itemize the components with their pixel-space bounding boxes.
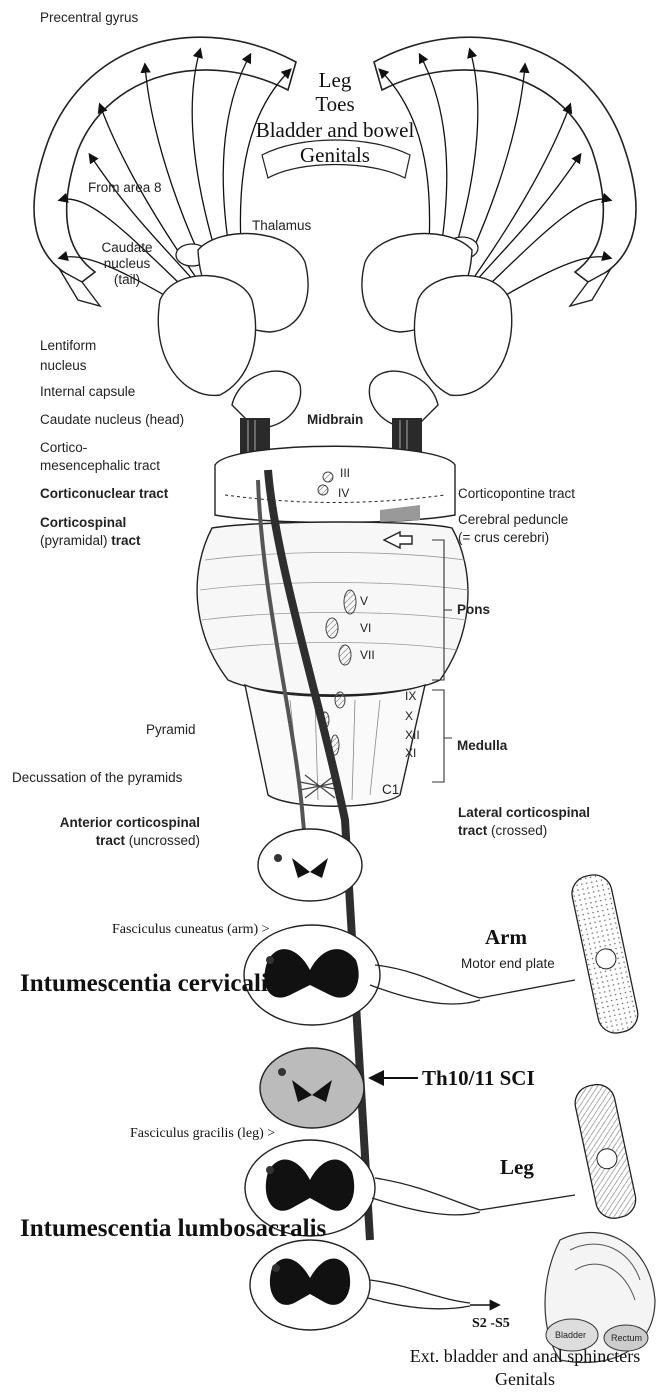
label-arm: Arm [485, 925, 527, 949]
pelvis-illustration [545, 1233, 655, 1363]
label-caudate-head: Caudate nucleus (head) [40, 412, 184, 428]
label-anterior-cs-1: Anterior corticospinal [20, 815, 200, 831]
label-nucleus-vi: VI [360, 621, 371, 635]
label-precentral-gyrus: Precentral gyrus [40, 10, 138, 26]
label-bladder: Bladder [555, 1330, 586, 1340]
label-nucleus-xi: XI [405, 746, 416, 760]
label-caudate-tail-1: Caudate [92, 240, 162, 256]
label-nucleus-x: X [405, 709, 413, 723]
label-leg-muscle: Leg [500, 1155, 534, 1179]
label-pyramid: Pyramid [146, 722, 196, 738]
cord-segment-sacral [250, 1240, 470, 1330]
lentiform-left [158, 276, 255, 396]
label-rectum: Rectum [611, 1333, 642, 1343]
label-decussation: Decussation of the pyramids [12, 770, 182, 786]
label-internal-capsule: Internal capsule [40, 384, 135, 400]
label-fasciculus-gracilis: Fasciculus gracilis (leg) > [130, 1126, 275, 1142]
label-lateral-cs-2: tract (crossed) [458, 823, 547, 839]
label-ext-sphincters: Ext. bladder and anal sphincters [380, 1345, 670, 1367]
cord-segment-sci [260, 1048, 364, 1128]
label-bladder-bowel: Bladder and bowel [245, 118, 425, 142]
label-fasciculus-cuneatus: Fasciculus cuneatus (arm) > [112, 922, 270, 938]
label-nucleus-ix: IX [405, 689, 416, 703]
label-intumescentia-cervicalis: Intumescentia cervicalis [20, 970, 278, 997]
cord-segment-cervical [244, 925, 480, 1025]
cord-segment-c1 [258, 829, 362, 901]
label-caudate-tail-2: nucleus [92, 256, 162, 272]
label-corticospinal-2: (pyramidal) tract [40, 533, 141, 549]
label-genitals-cortex: Genitals [270, 143, 400, 167]
label-nucleus-iv: IV [338, 486, 349, 500]
label-anterior-cs-2: tract (uncrossed) [20, 833, 200, 849]
label-medulla: Medulla [457, 738, 507, 754]
label-lentiform-1: Lentiform [40, 338, 96, 354]
label-from-area-8: From area 8 [88, 180, 162, 196]
label-cortico-mes-2: mesencephalic tract [40, 458, 160, 474]
label-nucleus-vii: VII [360, 648, 375, 662]
label-nucleus-xii: XII [405, 728, 420, 742]
label-s2-s5: S2 -S5 [472, 1316, 510, 1332]
label-crus-cerebri: (= crus cerebri) [458, 530, 549, 546]
label-corticonuclear: Corticonuclear tract [40, 486, 168, 502]
label-cortico-mes-1: Cortico- [40, 440, 87, 456]
label-caudate-tail-3: (tail) [92, 272, 162, 288]
pons-shape [197, 522, 468, 695]
label-cerebral-peduncle: Cerebral peduncle [458, 512, 568, 528]
label-midbrain: Midbrain [307, 412, 363, 428]
label-intumescentia-lumbosacralis: Intumescentia lumbosacralis [20, 1215, 326, 1242]
label-corticopontine: Corticopontine tract [458, 486, 575, 502]
label-toes: Toes [290, 92, 380, 116]
label-nucleus-iii: III [340, 466, 350, 480]
label-leg-cortex: Leg [300, 68, 370, 92]
lentiform-right [415, 276, 512, 396]
label-corticospinal-1: Corticospinal [40, 515, 126, 531]
label-nucleus-v: V [360, 594, 368, 608]
label-genitals-bottom: Genitals [380, 1368, 670, 1390]
label-th-sci: Th10/11 SCI [422, 1066, 535, 1090]
label-thalamus: Thalamus [252, 218, 311, 234]
label-pons: Pons [457, 602, 490, 618]
label-lateral-cs-1: Lateral corticospinal [458, 805, 590, 821]
label-motor-end-plate: Motor end plate [461, 956, 555, 972]
muscle-leg [572, 1081, 639, 1221]
label-lentiform-2: nucleus [40, 358, 87, 374]
muscle-arm [569, 872, 641, 1037]
label-c1: C1 [382, 782, 399, 798]
